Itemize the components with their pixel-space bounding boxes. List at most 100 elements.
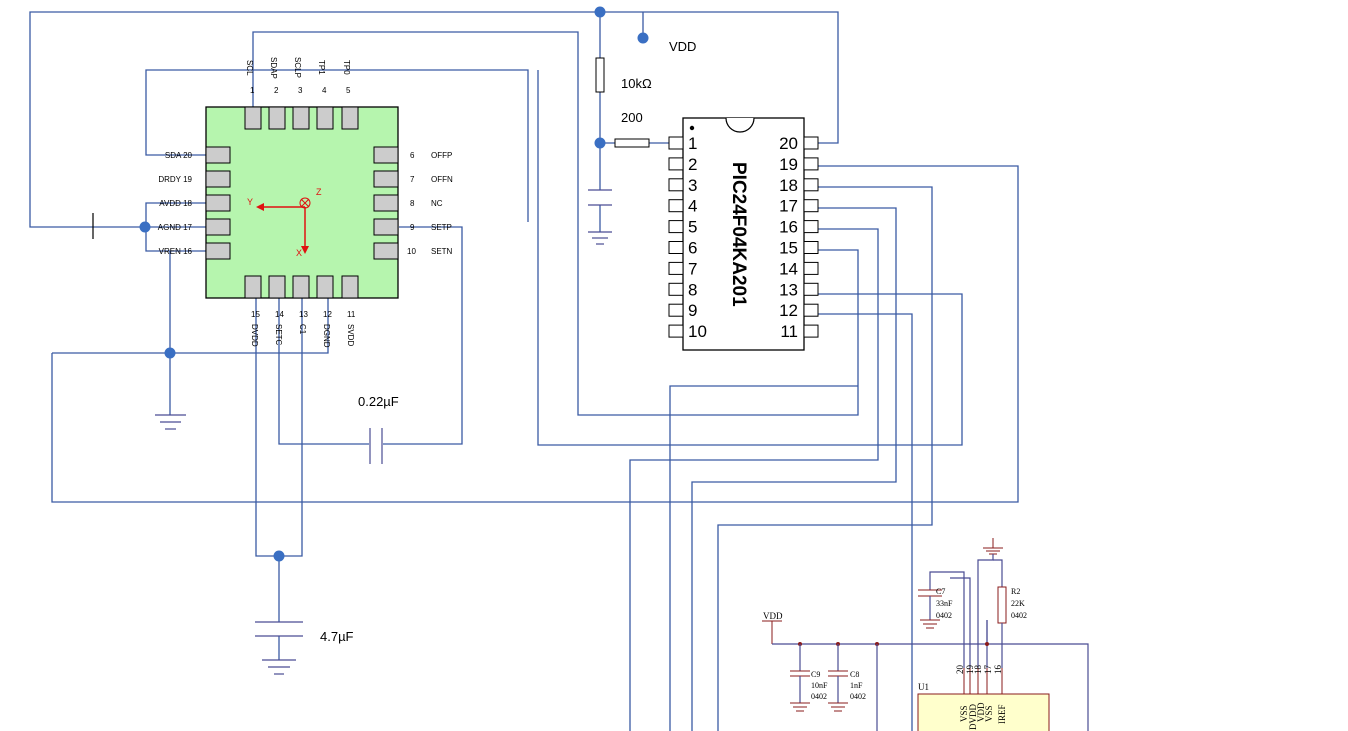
pin-name: C1	[298, 324, 307, 335]
mcu-part-number: PIC24F04KA201	[728, 162, 749, 307]
pin-number: 5	[346, 86, 351, 95]
c7-name: C7	[936, 587, 945, 596]
mcu-pin-number: 1	[688, 134, 697, 153]
pin-name: SDAP	[269, 57, 278, 79]
mcu-pin-pad	[803, 199, 819, 213]
c8-value: 1nF	[850, 681, 863, 690]
pin-name: SCL	[245, 60, 254, 76]
pad	[292, 106, 310, 130]
junction-dots	[139, 6, 649, 562]
set-capacitor-label: 0.22µF	[358, 394, 399, 409]
sensor-right-pin-labels: 6 7 8 9 10 OFFP OFFN NC SETP SETN	[407, 151, 453, 256]
pad	[205, 218, 231, 236]
axis-x-label: X	[296, 248, 302, 258]
c8-name: C8	[850, 670, 859, 679]
c9-package: 0402	[811, 692, 827, 701]
pin-name: SETN	[431, 247, 453, 256]
pin-name: TP0	[342, 60, 351, 75]
sensor-bottom-pin-labels: 15 14 13 12 11 DVDD SETC C1 DGND SVDD	[250, 310, 356, 348]
mcu-pin-pad	[803, 178, 819, 192]
pad	[341, 275, 359, 299]
bulk-capacitor-label: 4.7µF	[320, 629, 354, 644]
u1-pin-name: VSS	[959, 705, 969, 722]
bulk-capacitor	[255, 621, 303, 637]
mcu-pin-pad	[668, 199, 684, 213]
u1-pin-number: 17	[983, 665, 993, 675]
pin-label: VREN 16	[159, 247, 193, 256]
mcu-pin-pad	[803, 303, 819, 317]
mcu-pin-number: 7	[688, 259, 697, 278]
pad	[373, 194, 399, 212]
pin-number: 3	[298, 86, 303, 95]
mcu-pin-number: 5	[688, 218, 697, 237]
pin-number: 13	[299, 310, 308, 319]
mcu-pin-number: 14	[779, 259, 798, 278]
u1-pin-name: DVDD	[968, 704, 978, 730]
pad	[373, 242, 399, 260]
mcu-pin-pad	[803, 220, 819, 234]
u1-label: U1	[918, 682, 929, 692]
mcu-pin-pad	[803, 157, 819, 171]
u1-pin-number: 20	[955, 665, 965, 675]
pad	[205, 194, 231, 212]
pin-name: SVDD	[346, 324, 355, 346]
mcu-pin-number: 20	[779, 134, 798, 153]
mcu-pin-number: 16	[779, 218, 798, 237]
mcu-pin-number: 3	[688, 176, 697, 195]
mcu-pin-pad	[668, 324, 684, 338]
magnetometer-chip: Y Z X	[205, 106, 399, 299]
pin-number: 11	[347, 310, 356, 319]
pin-number: 2	[274, 86, 279, 95]
pad	[373, 146, 399, 164]
pad	[292, 275, 310, 299]
pad	[316, 106, 334, 130]
pin-number: 12	[323, 310, 332, 319]
pad	[316, 275, 334, 299]
mcu-right-pads	[803, 136, 819, 338]
pin-label: SDA 20	[165, 151, 193, 160]
u1-pin-name: IREF	[997, 704, 1007, 724]
c9-value: 10nF	[811, 681, 828, 690]
c7-package: 0402	[936, 611, 952, 620]
sensor-left-pin-labels: SDA 20 DRDY 19 AVDD 18 AGND 17 VREN 16	[158, 151, 193, 256]
c8-package: 0402	[850, 692, 866, 701]
pin-label: AVDD 18	[159, 199, 192, 208]
pin-number: 6	[410, 151, 415, 160]
mcu-pin-pad	[668, 261, 684, 275]
axis-indicator	[256, 197, 311, 254]
pad	[373, 170, 399, 188]
mcu-notch	[725, 117, 755, 133]
mcu-pin-pad	[668, 136, 684, 150]
u1-pin-number: 18	[973, 665, 983, 675]
mcu-body	[682, 117, 805, 351]
mcu-pin-number: 13	[779, 280, 798, 299]
c9-name: C9	[811, 670, 820, 679]
mcu-pin-number: 11	[780, 322, 798, 341]
mcu-pin-pad	[668, 303, 684, 317]
set-capacitor	[369, 428, 383, 464]
mcu-pin-pad	[668, 220, 684, 234]
u1-pin-number: 16	[993, 665, 1003, 675]
reset-capacitor	[588, 189, 612, 206]
u1-ic	[917, 693, 1050, 731]
pin-name: NC	[431, 199, 443, 208]
series-resistor-label: 200	[621, 110, 643, 125]
mcu-pin-number: 10	[688, 322, 707, 341]
mcu-pin-pad	[668, 178, 684, 192]
mcu-pin-pad	[668, 241, 684, 254]
mcu-pin-number: 15	[779, 239, 798, 258]
pin1-marker	[689, 125, 695, 131]
mcu-pin-number: 8	[688, 280, 697, 299]
pin-number: 15	[251, 310, 260, 319]
mcu-pin-number: 18	[779, 176, 798, 195]
mcu-pin-number: 2	[688, 155, 697, 174]
mcu-left-pads	[668, 136, 684, 338]
pin-label: AGND 17	[158, 223, 193, 232]
pin-name: SETP	[431, 223, 452, 232]
mcu-pin-pad	[803, 136, 819, 150]
pad	[268, 106, 286, 130]
pad	[205, 170, 231, 188]
sensor-top-pin-labels: SCL SDAP SCLP TP1 TP0 1 2 3 4 5	[245, 57, 351, 95]
